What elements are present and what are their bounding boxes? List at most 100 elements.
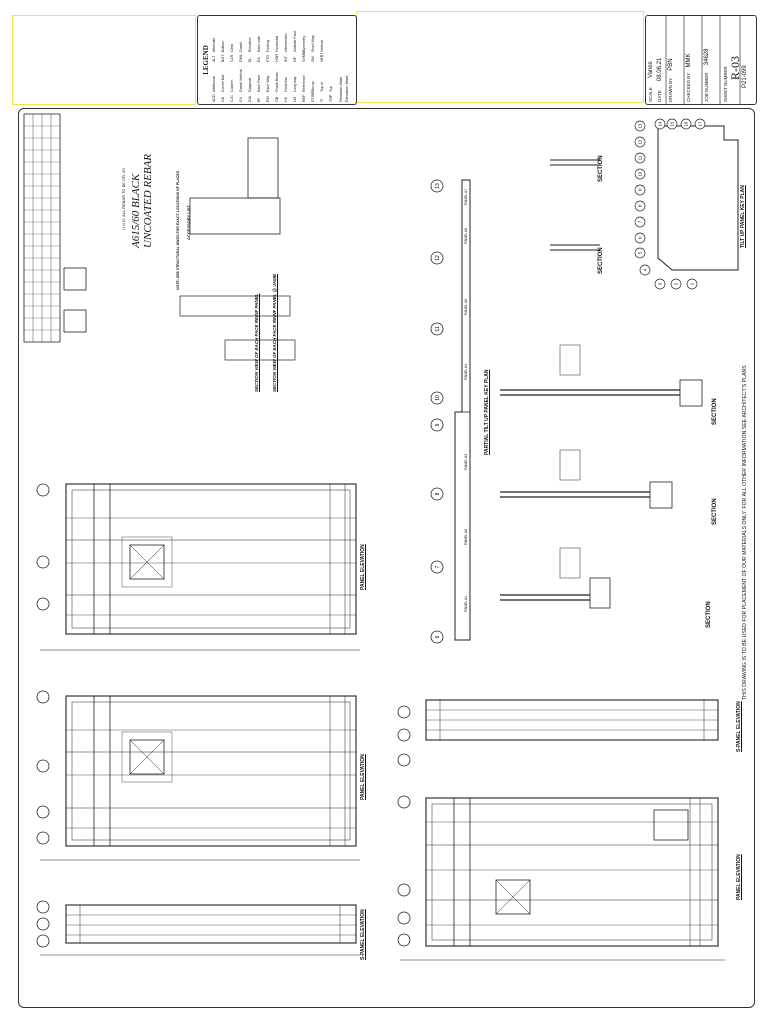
rebar-subtitle: U.N.O. ALL REBAR TO BE GR. 60: [121, 168, 126, 230]
section-3-label: SECTION: [712, 398, 718, 425]
key-plan-circle: [654, 118, 666, 130]
key-plan-circle: [634, 152, 646, 164]
structural-note-text: NOTE: SEE STRUCTURAL DWGS FOR EXACT LOCA…: [176, 170, 180, 290]
grid-bubble-label: 9: [435, 423, 441, 426]
structural-note: NOTE: SEE STRUCTURAL DWGS FOR EXACT LOCA…: [176, 171, 180, 290]
panel-tag: PANEL A2: [464, 528, 468, 545]
panel-elevation-2: [65, 695, 357, 847]
section-2-label: SECTION: [712, 498, 718, 525]
placement-note-text: THIS DRAWING IS TO BE USED FOR PLACEMENT…: [742, 365, 748, 700]
key-plan-circle: [634, 184, 646, 196]
key-plan-circle: [670, 278, 682, 290]
key-plan-circle-label: 10: [638, 171, 643, 176]
grid-bubble: 11: [430, 322, 444, 336]
section-view-2-title: SECTION VIEW OF EACH FACE REINF PANEL @ …: [272, 274, 277, 392]
logo-placeholder-box: [12, 15, 196, 105]
title-block: SCALE Varies DATE 08.06.21 DRAWN BY PBN …: [645, 15, 757, 105]
key-plan-circle-label: 13: [638, 123, 643, 128]
grid-bubble: 8: [430, 487, 444, 501]
grid-bubble-label: 6: [435, 635, 441, 638]
section-1-label: SECTION: [706, 601, 712, 628]
panel-elevation-1: [65, 483, 357, 635]
section-2: [500, 449, 673, 509]
key-plan-circle-label: 9: [638, 188, 643, 191]
section-view-label-1: SECTION VIEW OF EACH FACE REINF PANEL: [254, 294, 259, 392]
section-4-title: SECTION: [598, 247, 604, 274]
key-plan-circle: [654, 278, 666, 290]
partial-key-plan-title: PARTIAL TILT UP PANEL KEY PLAN: [484, 369, 490, 455]
panel-tag: PANEL A1: [464, 595, 468, 612]
key-plan-circle-label: 17: [698, 121, 703, 126]
key-plan-circle: [694, 118, 706, 130]
accessory-list-label: ACCESSORY LIST: [186, 205, 191, 240]
key-plan-circle: [634, 120, 646, 132]
key-plan-circle-label: 6: [638, 236, 643, 239]
rebar-title-line-1: A615/60 BLACK: [130, 173, 142, 248]
section-5-label: SECTION: [598, 155, 604, 182]
key-plan-circle: [634, 136, 646, 148]
section-1: [500, 547, 611, 609]
grid-bubble: 7: [430, 560, 444, 574]
key-plan-circle-label: 8: [638, 204, 643, 207]
section-2-title: SECTION: [712, 498, 718, 525]
section-1-title: SECTION: [706, 601, 712, 628]
key-plan-circle-label: 12: [638, 139, 643, 144]
rebar-title: A615/60 BLACK UNCOATED REBAR: [130, 154, 154, 248]
grid-bubble-label: 11: [435, 326, 441, 331]
section-5-title: SECTION: [598, 155, 604, 182]
grid-bubbles: 6 7 8 9 10 11 12 13: [430, 179, 444, 644]
key-plan-circle: [634, 216, 646, 228]
panel-elevation-1-title: PANEL ELEVATION: [360, 544, 366, 590]
key-plan-circle-label: 16: [684, 121, 689, 126]
partial-key-plan-wall: [454, 179, 471, 641]
panel-elevation-label-2: PANEL ELEVATION: [360, 754, 366, 800]
panel-tag: PANEL A3: [464, 453, 468, 470]
key-plan-circle: [666, 118, 678, 130]
s-panel-elevation-1-title: S-PANEL ELEVATION: [360, 909, 366, 960]
panel-elevation-2-title: PANEL ELEVATION: [360, 754, 366, 800]
s-panel-elevation-label-1: S-PANEL ELEVATION: [360, 909, 366, 960]
tilt-up-key-plan-outline: [657, 125, 739, 271]
key-plan-circle: [639, 264, 651, 276]
panel-elevation-3-title: PANEL ELEVATION: [736, 854, 742, 900]
grid-bubble: 13: [430, 179, 444, 193]
grid-bubble-label: 10: [435, 395, 441, 401]
section-3: [500, 344, 703, 407]
key-plan-circle-label: 4: [643, 268, 648, 271]
s-panel-elevation-2-title: S-PANEL ELEVATION: [736, 701, 742, 752]
panel-elevation-3: [425, 797, 719, 947]
drawing-frame: [18, 108, 755, 1008]
tilt-up-key-plan-title: TILT UP PANEL KEY PLAN: [740, 185, 746, 248]
section-4-label: SECTION: [598, 247, 604, 274]
placement-note: THIS DRAWING IS TO BE USED FOR PLACEMENT…: [742, 365, 748, 700]
panel-tag: PANEL A6: [464, 227, 468, 244]
key-plan-circle-label: 1: [690, 282, 695, 285]
key-plan-circle-label: 11: [638, 155, 643, 160]
grid-bubble: 12: [430, 251, 444, 265]
key-plan-circle-label: 3: [658, 282, 663, 285]
section-view-1-title: SECTION VIEW OF EACH FACE REINF PANEL: [254, 293, 259, 392]
key-plan-circle-label: 5: [638, 251, 643, 254]
accessory-list-text: ACCESSORY LIST: [186, 205, 191, 240]
key-plan-circle-label: 2: [674, 282, 679, 285]
key-plan-circle: [680, 118, 692, 130]
key-plan-circle-label: 15: [670, 121, 675, 126]
grid-bubble-label: 7: [435, 565, 441, 568]
rebar-title-line-2: UNCOATED REBAR: [142, 154, 154, 248]
partial-key-plan-label: PARTIAL TILT UP PANEL KEY PLAN: [484, 370, 490, 455]
section-3-title: SECTION: [712, 398, 718, 425]
section-view-label-2: SECTION VIEW OF EACH FACE REINF PANEL @ …: [272, 274, 277, 392]
panel-tag: PANEL A7: [464, 188, 468, 205]
grid-bubble: 6: [430, 630, 444, 644]
key-plan-circle: [634, 168, 646, 180]
panel-elevation-label-1: PANEL ELEVATION: [360, 544, 366, 590]
s-panel-elevation-1: [65, 904, 357, 944]
key-plan-circle: [634, 232, 646, 244]
key-plan-circle: [634, 247, 646, 259]
panel-tag: PANEL A4: [464, 363, 468, 380]
s-panel-elevation-label-2: S-PANEL ELEVATION: [736, 701, 742, 752]
panel-tag: PANEL A5: [464, 298, 468, 315]
grid-bubble: 10: [430, 391, 444, 405]
